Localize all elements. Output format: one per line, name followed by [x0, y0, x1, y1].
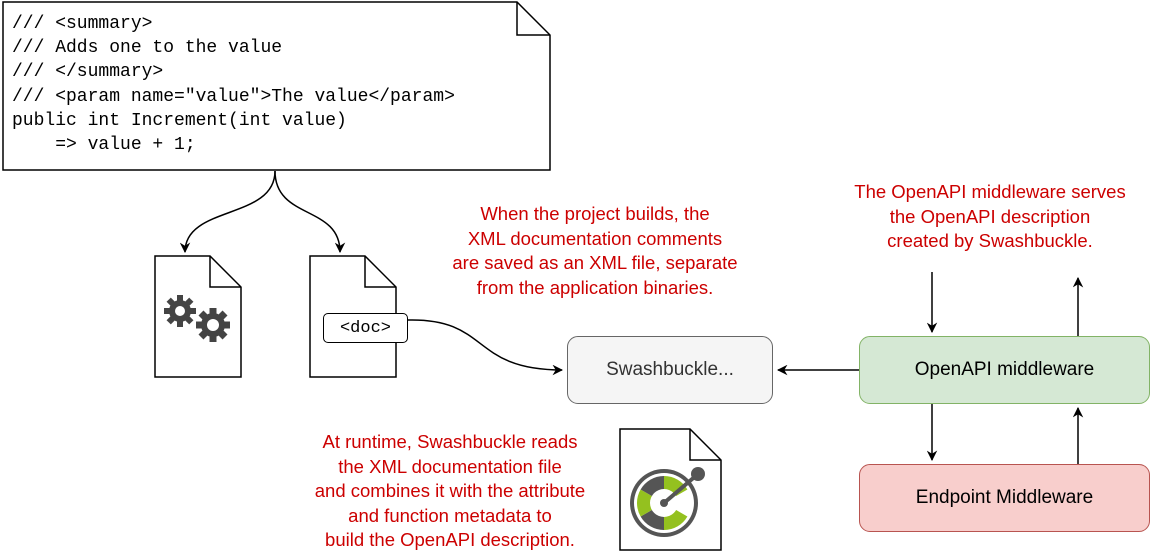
code-note-shape	[2, 1, 551, 171]
connector-xml-to-swashbuckle	[407, 319, 564, 376]
openapi-logo	[630, 467, 705, 537]
note-line: are saved as an XML file, separate	[452, 252, 738, 273]
gear-icon	[164, 295, 196, 327]
xml-doc-tag: <doc>	[323, 313, 408, 343]
code-line: /// </summary>	[12, 62, 164, 83]
openapi-logo-document-icon	[619, 428, 722, 551]
note-line: and combines it with the attribute	[314, 480, 586, 501]
note-runtime: At runtime, Swashbuckle reads the XML doc…	[270, 430, 630, 553]
note-line: the XML documentation file	[338, 455, 562, 477]
endpoint-middleware-box[interactable]: Endpoint Middleware	[859, 464, 1150, 532]
swashbuckle-box[interactable]: Swashbuckle...	[567, 336, 773, 404]
connector-code-to-xml	[274, 170, 346, 254]
note-line: When the project builds, the	[480, 203, 710, 224]
note-line: At runtime, Swashbuckle reads	[322, 431, 578, 452]
note-line: from the application binaries.	[476, 276, 714, 298]
code-line: /// Adds one to the value	[12, 38, 283, 59]
gears-document-icon	[154, 255, 242, 378]
code-line: /// <param name="value">The value</param…	[12, 86, 455, 107]
gear-icon	[196, 308, 230, 342]
openapi-middleware-box[interactable]: OpenAPI middleware	[859, 336, 1150, 404]
note-line: The OpenAPI middleware serves	[854, 181, 1126, 202]
connector-code-to-binary	[179, 170, 276, 254]
note-line: build the OpenAPI description.	[325, 529, 575, 550]
code-line: public int Increment(int value)	[12, 110, 347, 131]
note-line: and function metadata to	[348, 504, 552, 526]
code-note-fold	[516, 2, 550, 36]
code-line: => value + 1;	[12, 134, 196, 155]
note-line: created by Swashbuckle.	[887, 230, 1093, 251]
code-snippet: /// <summary> /// Adds one to the value //…	[12, 12, 542, 157]
note-middleware: The OpenAPI middleware serves the OpenAPI…	[830, 180, 1150, 254]
code-line: /// <summary>	[12, 14, 153, 34]
note-line: XML documentation comments	[467, 227, 723, 249]
note-line: the OpenAPI description	[889, 205, 1091, 227]
